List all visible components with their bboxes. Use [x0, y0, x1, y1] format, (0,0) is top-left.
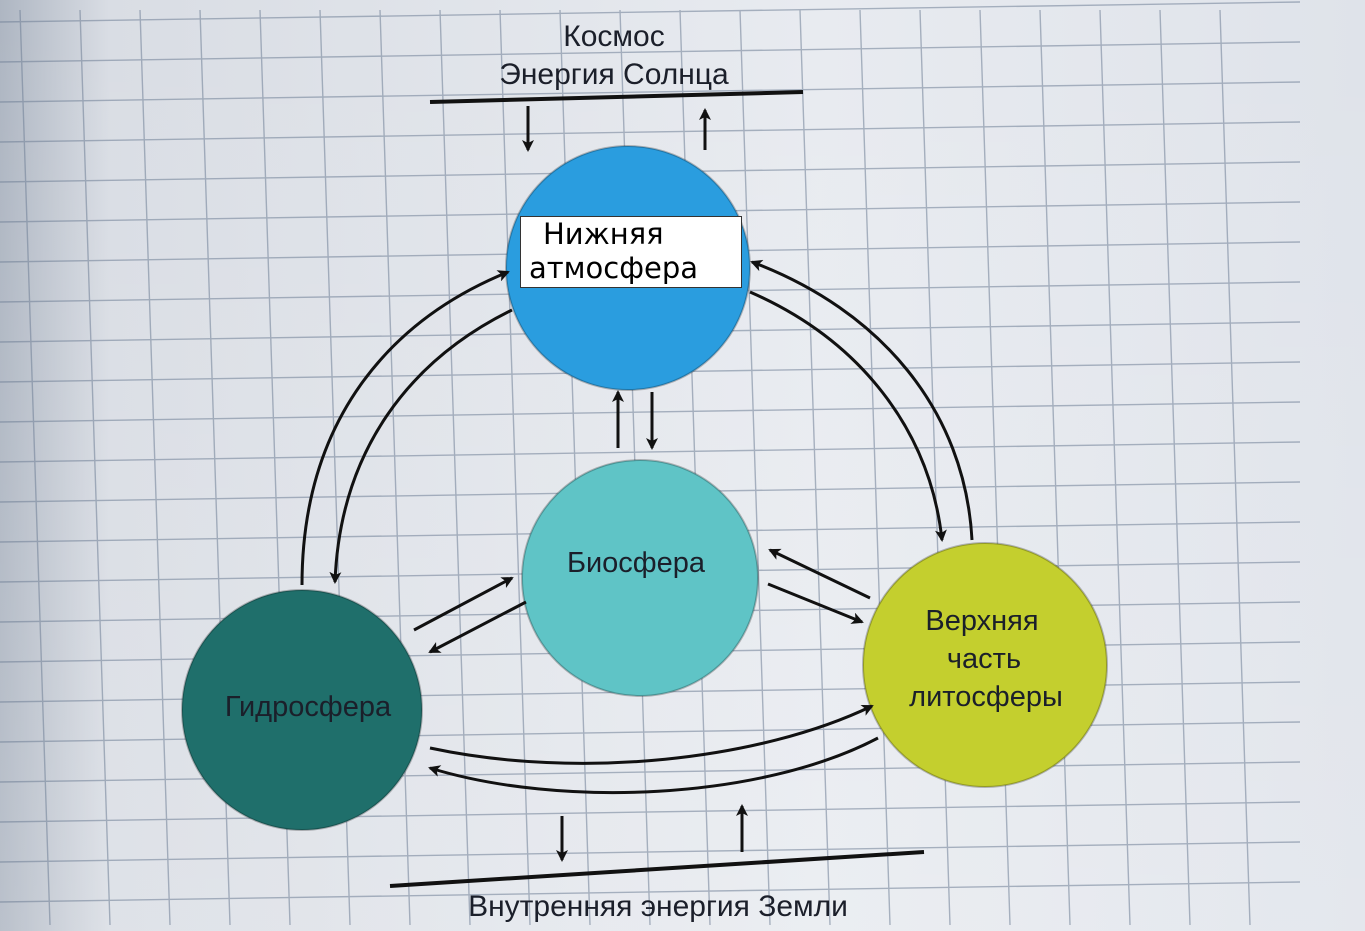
grid-vertical-line: [439, 9, 471, 926]
grid-horizontal-line: [0, 441, 1301, 463]
grid-lines: [0, 1, 1301, 926]
bottom-boundary-line: [389, 850, 925, 888]
lithosphere-label-line2: часть: [947, 643, 1021, 675]
atmosphere-label-box: Нижняя атмосфера: [520, 216, 742, 288]
grid-horizontal-line: [0, 841, 1301, 863]
arrow-lithosphere-to-hydrosphere: [428, 736, 879, 795]
grid-vertical-line: [1099, 9, 1131, 926]
grid-horizontal-line: [0, 41, 1301, 63]
grid-horizontal-line: [0, 81, 1301, 103]
grid-horizontal-line: [0, 881, 1301, 903]
grid-horizontal-line: [0, 1, 1301, 23]
arrow-biosphere-to-lithosphere: [767, 582, 864, 624]
atmosphere-label-line2: атмосфера: [529, 251, 699, 285]
space-label: Космос: [563, 20, 664, 53]
solar-energy-label: Энергия Солнца: [499, 58, 729, 91]
grid-vertical-line: [1159, 9, 1191, 926]
top-boundary-line: [429, 90, 804, 104]
grid-vertical-line: [739, 9, 771, 926]
atmosphere-label-line1: Нижняя: [543, 217, 664, 251]
grid-vertical-line: [19, 9, 51, 926]
lithosphere-label-line3: литосферы: [909, 681, 1063, 713]
arrow-hydrosphere-to-lithosphere: [429, 704, 874, 765]
grid-horizontal-line: [0, 801, 1301, 823]
grid-vertical-line: [379, 9, 411, 926]
arrow-lithosphere-to-atmosphere: [750, 259, 974, 541]
grid-vertical-line: [559, 9, 591, 926]
lithosphere-label-line1: Верхняя: [925, 605, 1038, 637]
grid-vertical-line: [499, 9, 531, 926]
grid-vertical-line: [1039, 9, 1071, 926]
grid-horizontal-line: [0, 121, 1301, 143]
hydrosphere-circle: [181, 589, 423, 831]
biosphere-label: Биосфера: [567, 547, 706, 579]
arrow-hydrosphere-to-atmosphere: [300, 270, 510, 586]
grid-vertical-line: [139, 9, 171, 926]
grid-vertical-line: [859, 9, 891, 926]
arrow-biosphere-to-hydrosphere: [428, 600, 527, 654]
earth-energy-label: Внутренняя энергия Земли: [468, 890, 848, 923]
hydrosphere-label: Гидросфера: [225, 691, 392, 723]
arrow-lithosphere-to-biosphere: [768, 548, 871, 600]
arrow-atmosphere-to-lithosphere: [749, 290, 947, 542]
lithosphere-circle: [862, 542, 1108, 788]
biosphere-circle: [521, 459, 759, 697]
grid-vertical-line: [1219, 9, 1251, 926]
arrow-hydrosphere-to-biosphere: [413, 576, 514, 632]
grid-vertical-line: [799, 9, 831, 926]
grid-vertical-line: [79, 9, 111, 926]
arrow-atmosphere-to-hydrosphere: [329, 308, 513, 584]
grid-horizontal-line: [0, 401, 1301, 423]
